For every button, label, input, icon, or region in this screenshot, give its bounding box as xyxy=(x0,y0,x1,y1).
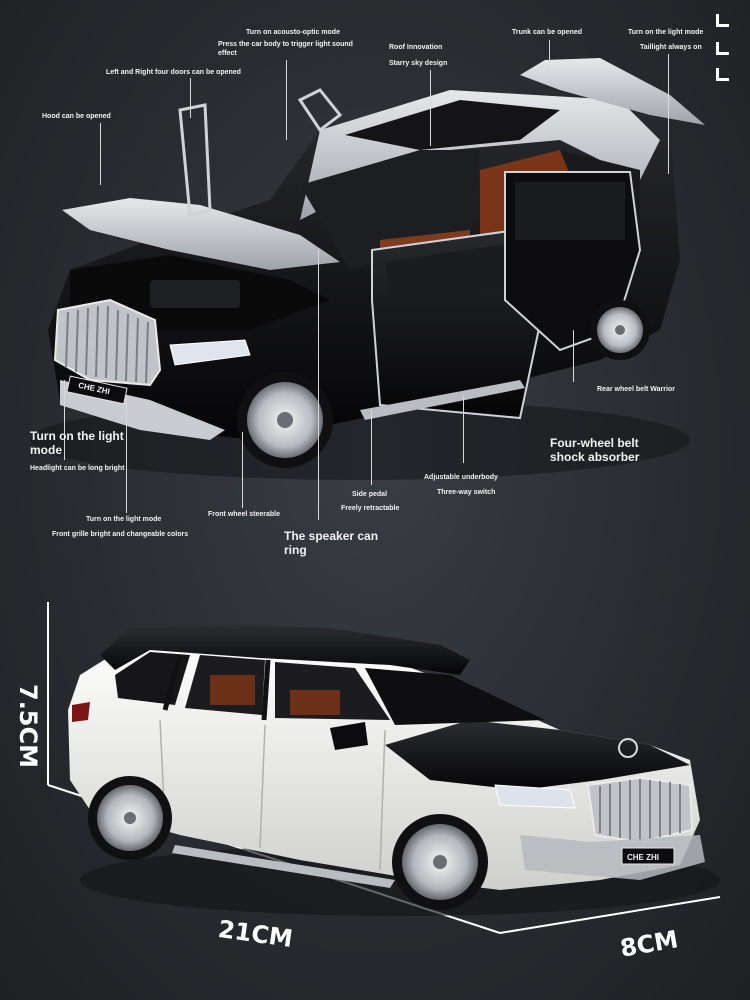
callout-light-mode-big: Turn on the light mode xyxy=(30,429,124,457)
leader-line-grille xyxy=(126,395,127,513)
callout-press-car-body: Press the car body to trigger light soun… xyxy=(218,41,353,57)
callout-hood: Hood can be opened xyxy=(42,113,111,120)
callout-retractable: Freely retractable xyxy=(341,505,400,512)
leader-line-speaker xyxy=(318,250,319,520)
callout-side-pedal: Side pedal xyxy=(352,491,388,498)
leader-line-trunk xyxy=(549,40,550,70)
callout-three-way-switch: Three-way switch xyxy=(437,489,496,496)
top-car-illustration xyxy=(30,58,705,480)
corner-mark-1 xyxy=(716,14,729,27)
corner-mark-2 xyxy=(716,42,729,55)
leader-line-taillight xyxy=(668,54,669,174)
leader-line-front-wheel xyxy=(242,432,243,508)
callout-headlight: Headlight can be long bright xyxy=(30,465,125,472)
leader-line-acousto xyxy=(286,60,287,140)
leader-line-shock xyxy=(463,395,464,463)
callout-grille: Front grille bright and changeable color… xyxy=(52,531,189,538)
dimension-height: 7.5CM xyxy=(14,683,43,769)
callout-rear-wheel: Rear wheel belt Warrior xyxy=(597,386,675,393)
leader-line-roof xyxy=(430,70,431,146)
callout-light-mode-top: Turn on the light mode xyxy=(628,29,704,36)
corner-mark-3 xyxy=(716,68,729,81)
callout-acousto-optic-mode: Turn on acousto-optic mode xyxy=(246,29,340,36)
callout-roof-innovation: Roof Innovation xyxy=(389,44,443,51)
leader-line-rear-wheel xyxy=(573,330,574,382)
callout-taillight: Taillight always on xyxy=(640,44,702,51)
callout-light-mode-bottom: Turn on the light mode xyxy=(86,516,162,523)
bottom-car-illustration xyxy=(47,602,721,934)
leader-line-hood xyxy=(100,123,101,185)
leader-line-side-pedal xyxy=(371,410,372,485)
callout-four-wheel-shock: Four-wheel belt shock absorber xyxy=(550,436,640,464)
callout-underbody: Adjustable underbody xyxy=(424,474,498,481)
leader-line-headlight xyxy=(64,380,65,460)
callout-four-doors: Left and Right four doors can be opened xyxy=(106,69,241,76)
bottom-license-plate: CHE ZHI xyxy=(627,853,659,862)
callout-front-wheel: Front wheel steerable xyxy=(208,511,280,518)
callout-speaker: The speaker can ring xyxy=(284,529,379,557)
leader-line-doors xyxy=(190,78,191,118)
callout-starry-sky: Starry sky design xyxy=(389,60,448,67)
callout-trunk: Trunk can be opened xyxy=(512,29,583,36)
